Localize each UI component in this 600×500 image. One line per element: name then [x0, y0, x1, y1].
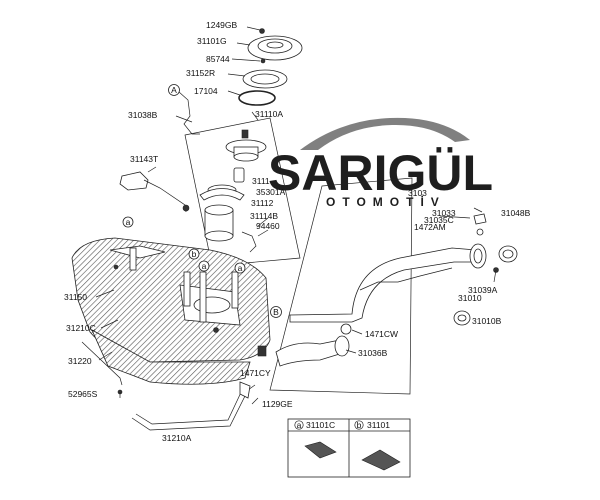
svg-text:b: b [357, 420, 362, 430]
pad-swatch [304, 441, 337, 459]
fuel-tank [71, 237, 271, 431]
svg-text:B: B [273, 307, 279, 317]
pump-module-group [178, 91, 301, 267]
marker-a-1: a [122, 216, 134, 228]
leader-lines [95, 115, 471, 405]
callout-label: 31101G [197, 36, 227, 46]
callout-label: 3103 [408, 188, 427, 198]
svg-text:a: a [297, 420, 302, 430]
callout-label: 31036B [358, 348, 388, 358]
callout-label: 31114B [250, 211, 278, 221]
marker-b-1: b [188, 248, 200, 260]
callout-label: 31143T [130, 154, 158, 164]
callout-label: 31150 [64, 292, 87, 302]
callout-label: 31112 [251, 198, 274, 208]
callout-label: 1472AM [414, 222, 446, 232]
callout-labels: 1249GB 31101G 85744 31152R 17104 31110A … [64, 20, 531, 443]
callout-label: 31152R [186, 68, 215, 78]
legend-cell-a: a 31101C [294, 420, 337, 459]
svg-text:a: a [238, 263, 243, 273]
svg-text:b: b [192, 249, 197, 259]
callout-label: 31220 [68, 356, 92, 366]
parts-legend-table: a 31101C b 31101 [287, 418, 411, 478]
legend-part-number: 31101 [367, 420, 390, 430]
callout-label: 31048B [501, 208, 531, 218]
svg-text:A: A [171, 85, 177, 95]
callout-label: 31010B [472, 316, 502, 326]
brand-name: SARIGÜL [268, 145, 493, 201]
brand-watermark: SARIGÜL OTOMOTİV [268, 117, 493, 209]
callout-label: 1129GE [262, 399, 293, 409]
callout-label: 17104 [194, 86, 218, 96]
filler-neck-group [269, 177, 518, 395]
callout-label: 1249GB [206, 20, 238, 30]
svg-text:a: a [202, 261, 207, 271]
callout-label: 31010 [458, 293, 482, 303]
callout-label: 31210C [66, 323, 96, 333]
marker-a-3: a [234, 262, 246, 274]
car-silhouette-logo [300, 117, 470, 150]
top-cover-assembly [227, 26, 303, 106]
reference-markers: a a a b A B [122, 84, 282, 318]
callout-label: 52965S [68, 389, 98, 399]
callout-label: 31110A [255, 109, 283, 119]
callout-label: 31033 [432, 208, 456, 218]
marker-a-2: a [198, 260, 210, 272]
callout-label: 35301A [256, 187, 286, 197]
callout-label: 31210A [162, 433, 192, 443]
callout-label: 31039A [468, 285, 498, 295]
legend-cell-b: b 31101 [354, 420, 401, 471]
callout-label: 3111 [252, 176, 270, 186]
fuel-sender-unit [119, 166, 190, 213]
svg-text:a: a [126, 217, 131, 227]
pad-swatch [361, 449, 401, 471]
callout-label: 1471CW [365, 329, 398, 339]
callout-label: 31035C [424, 215, 454, 225]
callout-label: 94460 [256, 221, 280, 231]
brand-tagline: OTOMOTİV [326, 194, 446, 209]
callout-label: 31038B [128, 110, 158, 120]
marker-B: B [270, 306, 282, 318]
callout-label: 1471CY [240, 368, 271, 378]
callout-label: 85744 [206, 54, 230, 64]
marker-A: A [168, 84, 180, 96]
legend-part-number: 31101C [306, 420, 335, 430]
